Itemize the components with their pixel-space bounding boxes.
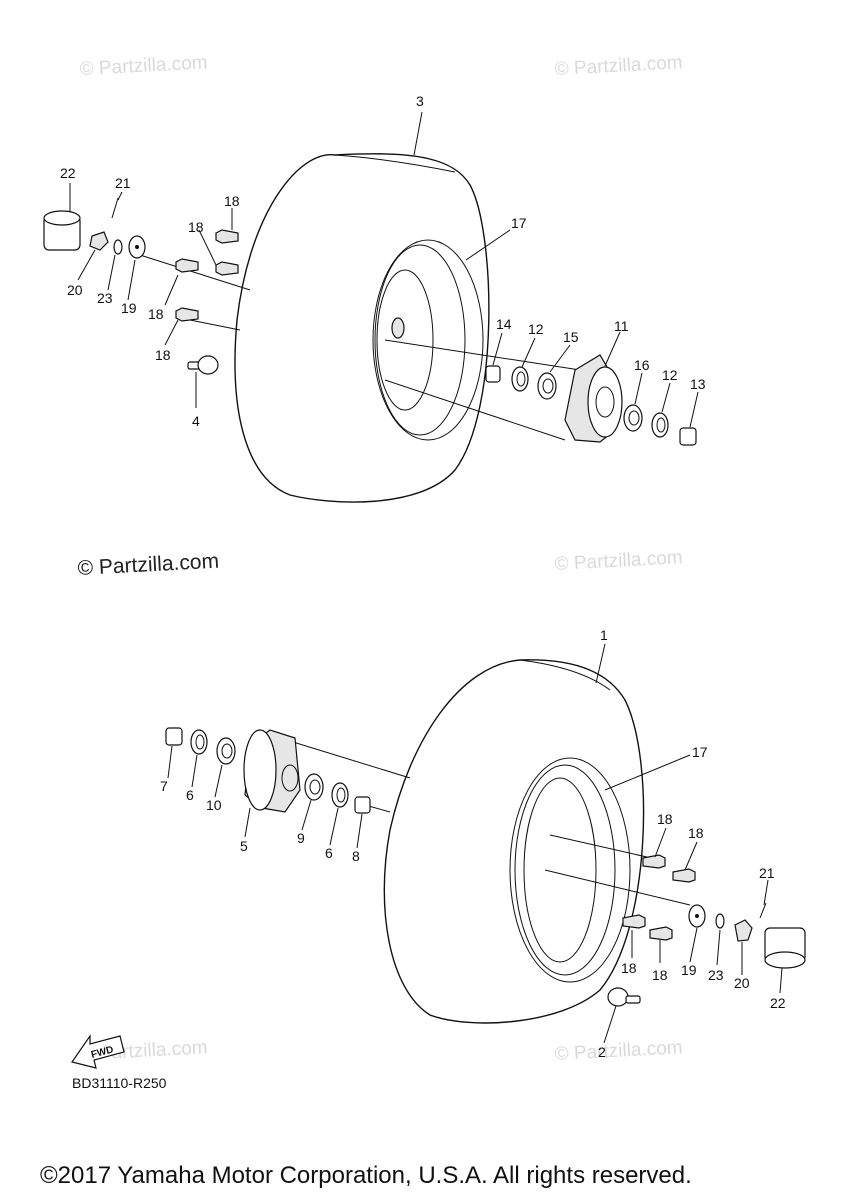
callout-wheel: 17 <box>511 215 527 231</box>
callout-wheel: 17 <box>692 744 708 760</box>
upper-tire <box>234 153 490 503</box>
lower-cotter-pin <box>759 902 767 919</box>
upper-bearing-16 <box>623 404 643 432</box>
upper-cap-22 <box>43 210 81 251</box>
lower-valve <box>607 987 641 1007</box>
callout-bolt: 18 <box>188 219 204 235</box>
callout-bearing: 9 <box>297 830 305 846</box>
upper-hub-11 <box>564 354 623 443</box>
callout-valve: 2 <box>598 1044 606 1060</box>
lower-seal-6b <box>331 782 349 808</box>
lower-tire <box>383 659 645 1024</box>
callout-collar-outer: 7 <box>160 778 168 794</box>
callout-bearing: 10 <box>206 797 222 813</box>
watermark: © Partzilla.com <box>79 52 208 80</box>
callout-valve: 4 <box>192 413 200 429</box>
copyright-notice: ©2017 Yamaha Motor Corporation, U.S.A. A… <box>40 1162 692 1189</box>
callout-spring-washer: 23 <box>708 967 724 983</box>
lower-assembly: FWD 1 17 7 6 10 5 9 6 8 18 18 18 18 <box>71 627 806 1069</box>
lower-cap-22 <box>764 927 806 969</box>
upper-cotter-pin <box>111 197 119 219</box>
callout-seal: 12 <box>662 367 678 383</box>
upper-valve <box>187 355 219 375</box>
callout-collar-inner: 13 <box>690 376 706 392</box>
callout-bolt: 18 <box>657 811 673 827</box>
callout-washer: 19 <box>681 962 697 978</box>
callout-seal: 12 <box>528 321 544 337</box>
callout-bearing: 16 <box>634 357 650 373</box>
callout-cap: 22 <box>770 995 786 1011</box>
lower-nut <box>734 919 753 942</box>
callout-bolt: 18 <box>155 347 171 363</box>
callout-nut: 20 <box>734 975 750 991</box>
upper-bearing-15 <box>537 372 557 400</box>
upper-bolts <box>175 229 239 322</box>
watermark: © Partzilla.com <box>554 547 683 575</box>
watermark: © Partzilla.com <box>554 1037 683 1065</box>
diagram-code: BD31110-R250 <box>72 1075 167 1091</box>
callout-tire: 1 <box>600 627 608 643</box>
lower-spring-washer <box>715 913 725 929</box>
callout-hub: 5 <box>240 838 248 854</box>
callout-bearing: 15 <box>563 329 579 345</box>
callout-collar-outer: 14 <box>496 316 512 332</box>
upper-collar-13 <box>679 427 697 446</box>
callout-collar-inner: 8 <box>352 848 360 864</box>
upper-collar-14 <box>485 365 501 383</box>
callout-seal: 6 <box>325 845 333 861</box>
callout-washer: 19 <box>121 300 137 316</box>
callout-bolt: 18 <box>148 306 164 322</box>
callout-bolt: 18 <box>652 967 668 983</box>
callout-hub: 11 <box>614 318 629 334</box>
callout-cap: 22 <box>60 165 76 181</box>
lower-bearing-9 <box>304 773 324 801</box>
callout-tire: 3 <box>416 93 424 109</box>
callout-cotter-pin: 21 <box>759 865 775 881</box>
lower-bolts <box>622 854 696 941</box>
lower-collar-7 <box>165 727 183 746</box>
callout-seal: 6 <box>186 787 194 803</box>
callout-bolt: 18 <box>688 825 704 841</box>
lower-seal-6 <box>190 729 208 755</box>
upper-spring-washer <box>113 239 123 255</box>
lower-bearing-10 <box>216 737 236 765</box>
callout-nut: 20 <box>67 282 83 298</box>
callout-spring-washer: 23 <box>97 290 113 306</box>
watermark-prominent: © Partzilla.com <box>77 550 220 580</box>
upper-seal-12b <box>651 412 669 438</box>
upper-nut <box>89 231 109 251</box>
callout-cotter-pin: 21 <box>115 175 131 191</box>
lower-hub-5 <box>243 729 301 813</box>
watermark: © Partzilla.com <box>554 52 683 80</box>
callout-bolt: 18 <box>224 193 240 209</box>
upper-assembly: 3 17 22 21 20 23 19 18 18 18 18 4 14 12 … <box>43 93 706 503</box>
upper-seal-12 <box>511 366 529 392</box>
lower-collar-8 <box>354 796 371 814</box>
callout-bolt: 18 <box>621 960 637 976</box>
